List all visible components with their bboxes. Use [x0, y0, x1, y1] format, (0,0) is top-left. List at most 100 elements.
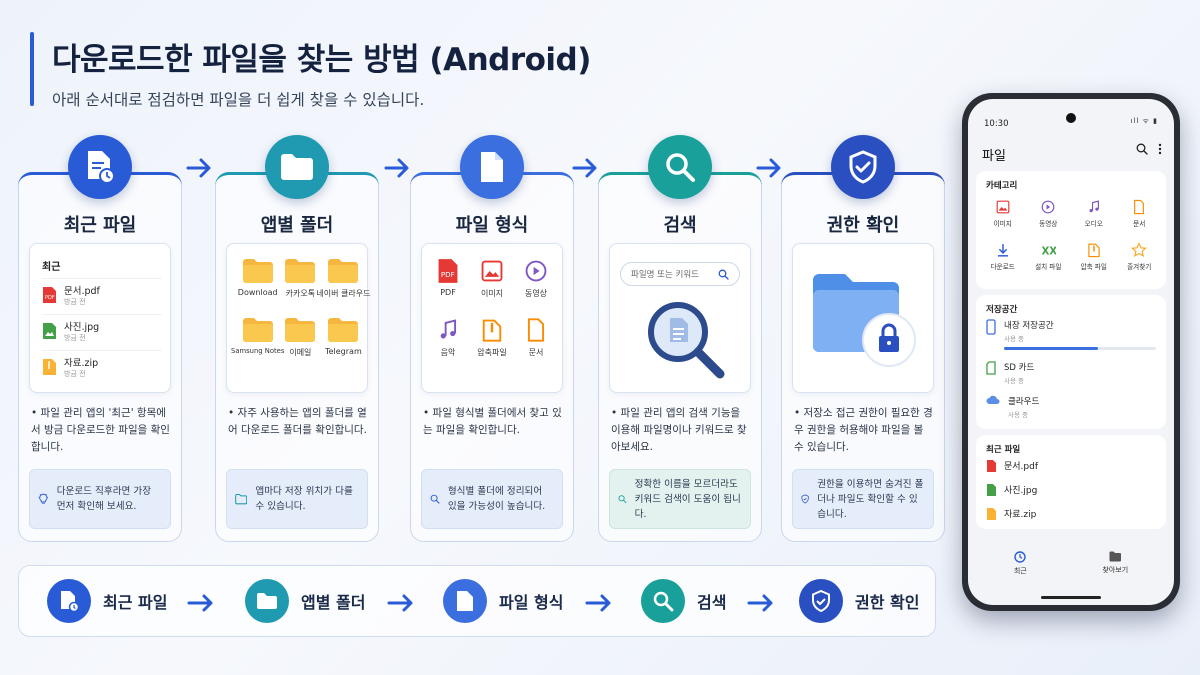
storage-sub: 사용 중	[1004, 335, 1025, 343]
arrow-right-icon	[387, 594, 413, 612]
category-item[interactable]: 압축 파일	[1071, 242, 1117, 271]
folder-item[interactable]: 네이버 클라우드	[316, 258, 370, 299]
search-icon	[430, 494, 440, 504]
search-icon[interactable]	[1136, 143, 1148, 155]
folder-item[interactable]: Telegram	[316, 317, 370, 358]
nav-recent[interactable]: 최근	[1014, 551, 1027, 591]
flow-step-recent[interactable]: 최근 파일	[47, 579, 167, 623]
more-vert-icon[interactable]	[1158, 143, 1162, 155]
pdf-icon: PDF	[438, 259, 458, 283]
tip-box: 앱마다 저장 위치가 다를 수 있습니다.	[226, 469, 368, 529]
status-icons: ıll ᯤ ▮	[1130, 117, 1158, 125]
zip-icon	[43, 358, 56, 375]
file-type-item[interactable]: PDF PDF	[426, 258, 470, 299]
file-name: 자료.zip	[64, 357, 99, 369]
flow-step-permission[interactable]: 권한 확인	[799, 579, 919, 623]
folder-icon	[1109, 551, 1121, 562]
search-panel: 파일명 또는 키워드	[609, 243, 751, 393]
folder-label: Samsung Notes	[231, 347, 285, 355]
file-name: 사진.jpg	[64, 321, 100, 333]
category-label: 동영상	[1039, 220, 1058, 228]
folder-icon	[242, 259, 273, 283]
category-label: 즐겨찾기	[1127, 263, 1152, 271]
summary-flow-bar: 최근 파일 앱별 폴더 파일 형식 검색 권한 확인	[18, 565, 936, 637]
flow-step-file-types[interactable]: 파일 형식	[443, 579, 563, 623]
list-item[interactable]: 자료.zip	[986, 507, 1036, 520]
recent-title: 최근 파일	[986, 445, 1021, 455]
svg-text:XX: XX	[1042, 246, 1057, 257]
svg-text:PDF: PDF	[441, 270, 455, 279]
file-name: 문서.pdf	[64, 285, 100, 297]
file-type-item[interactable]: 압축파일	[470, 317, 514, 358]
step-title: 앱별 폴더	[260, 215, 334, 236]
magnifier-illustration-icon	[648, 302, 725, 379]
apk-icon: XX	[1042, 246, 1057, 257]
list-item[interactable]: 문서.pdf	[986, 459, 1038, 472]
nav-label: 최근	[1013, 567, 1027, 575]
file-name: 사진.jpg	[1004, 486, 1038, 496]
flow-step-search[interactable]: 검색	[641, 579, 726, 623]
folder-item[interactable]: Samsung Notes	[231, 317, 284, 358]
tip-text: 권한을 이용하면 숨겨진 폴더나 파일도 확인할 수 있습니다.	[817, 478, 924, 520]
step-title: 권한 확인	[826, 215, 900, 236]
shield-check-icon	[831, 135, 895, 199]
file-type-item[interactable]: 문서	[514, 317, 558, 358]
file-type-item[interactable]: 동영상	[514, 258, 558, 299]
file-type-label: 문서	[528, 348, 544, 357]
search-icon	[618, 495, 627, 504]
file-type-item[interactable]: 음악	[426, 317, 470, 358]
shield-outline-icon	[801, 494, 809, 504]
image-icon	[987, 483, 996, 496]
file-type-item[interactable]: 이미지	[470, 258, 514, 299]
file-type-label: 동영상	[524, 289, 548, 298]
category-item[interactable]: 다운로드	[980, 242, 1026, 271]
storage-name: 내장 저장공간	[1004, 321, 1054, 331]
step-description: • 파일 형식별 폴더에서 찾고 있는 파일을 확인합니다.	[423, 407, 562, 436]
folder-icon	[285, 318, 316, 342]
category-item[interactable]: 문서	[1117, 199, 1163, 228]
music-icon	[440, 319, 457, 339]
doc-icon	[1134, 199, 1145, 215]
list-item[interactable]: 사진.jpg	[986, 483, 1037, 496]
folder-label: 카카오톡	[285, 289, 316, 298]
step-card-permission: 권한 확인 • 저장소 접근 권한이 필요한 경우 권한을 허용해야 파일을 볼…	[781, 135, 945, 542]
nav-browse[interactable]: 찾아보기	[1102, 551, 1128, 591]
doc-icon	[527, 318, 545, 342]
category-item[interactable]: 동영상	[1026, 199, 1072, 228]
tip-box: 권한을 이용하면 숨겨진 폴더나 파일도 확인할 수 있습니다.	[792, 469, 934, 529]
page-title: 다운로드한 파일을 찾는 방법 (Android)	[52, 42, 591, 78]
category-item[interactable]: 이미지	[980, 199, 1026, 228]
folder-item[interactable]: Download	[231, 258, 284, 299]
folder-item[interactable]: 이메일	[284, 317, 316, 358]
clock-icon	[1014, 551, 1026, 563]
folder-icon	[245, 579, 289, 623]
recent-files-card: 최근 파일 문서.pdf 사진.jpg 자료.zip	[976, 435, 1166, 529]
folder-item[interactable]: 카카오톡	[284, 258, 316, 299]
category-item[interactable]: 즐겨찾기	[1117, 242, 1163, 271]
file-time: 방금 전	[64, 369, 86, 378]
tip-text: 다운로드 직후라면 가장 먼저 확인해 보세요.	[56, 486, 152, 512]
step-title: 최근 파일	[63, 215, 137, 236]
flow-label: 앱별 폴더	[301, 593, 366, 612]
folder-label: Download	[237, 288, 278, 297]
flow-step-app-folders[interactable]: 앱별 폴더	[245, 579, 365, 623]
video-icon	[525, 260, 547, 282]
permission-panel	[792, 243, 934, 393]
file-type-label: PDF	[440, 288, 456, 297]
search-input[interactable]: 파일명 또는 키워드	[620, 262, 740, 286]
category-item[interactable]: 오디오	[1071, 199, 1117, 228]
app-title: 파일	[982, 149, 1006, 164]
step-description: • 파일 관리 앱의 검색 기능을 이용해 파일명이나 키워드로 찾아보세요.	[611, 407, 747, 453]
